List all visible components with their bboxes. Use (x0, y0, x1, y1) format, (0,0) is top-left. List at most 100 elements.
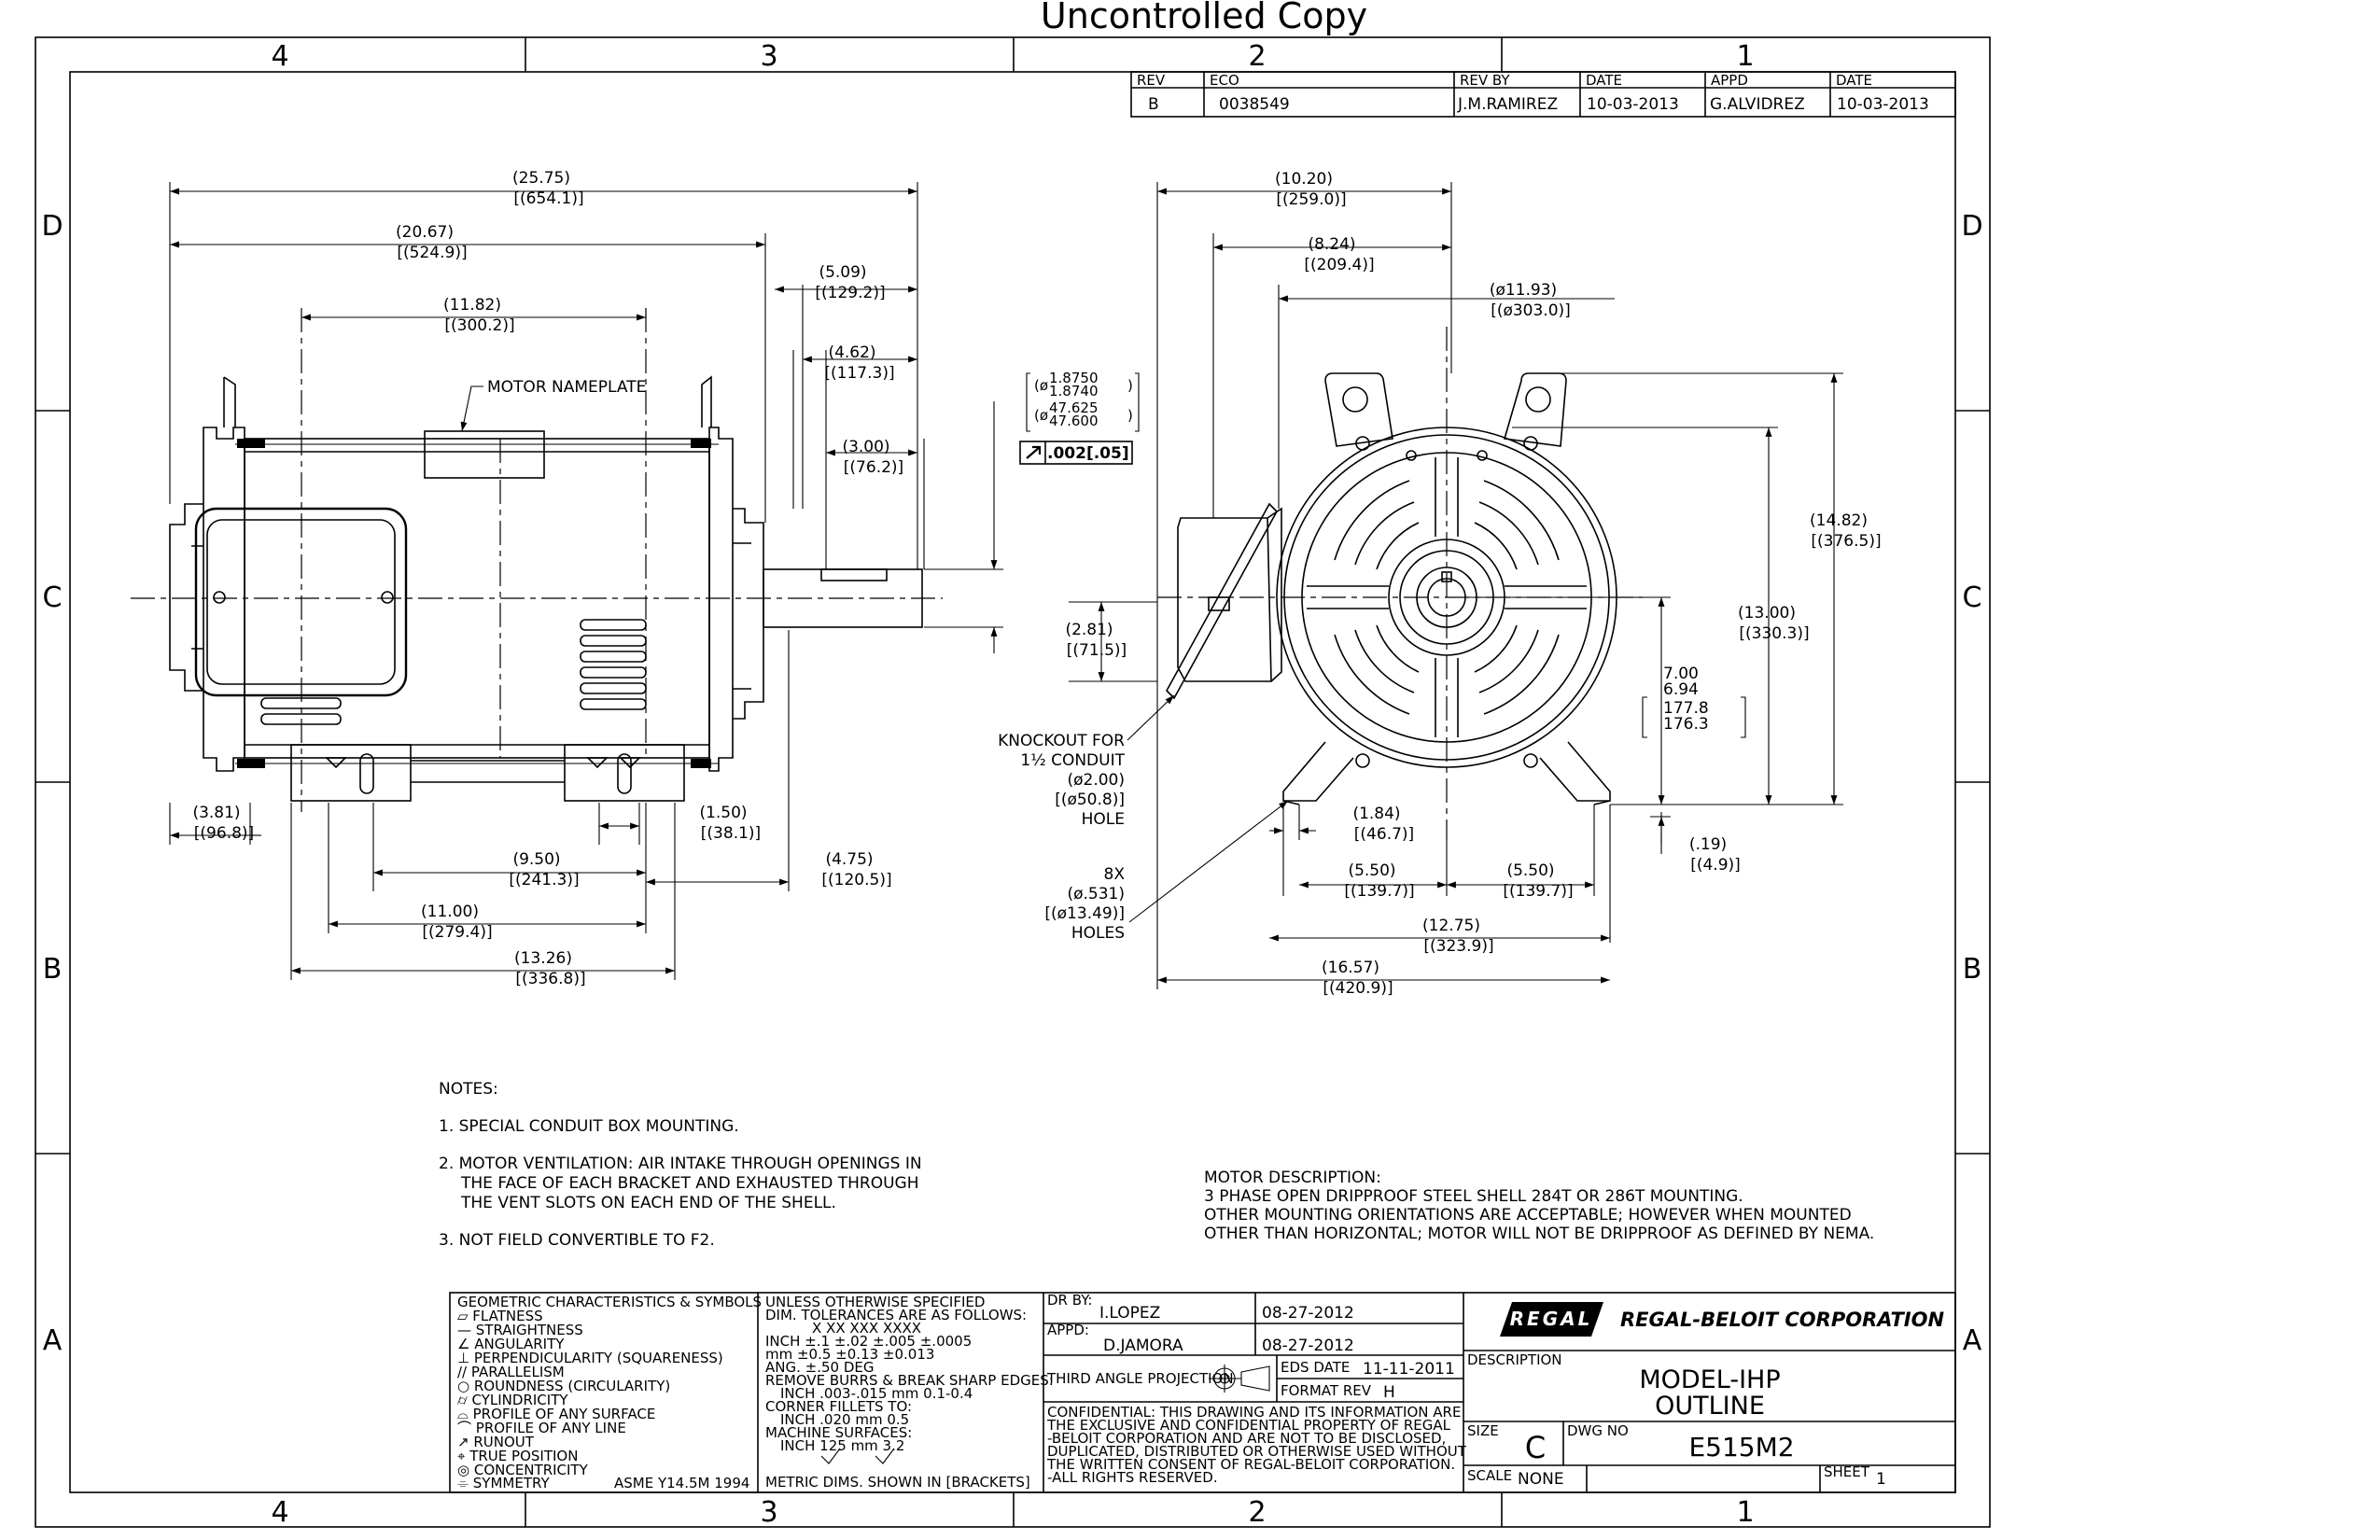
sheet-number: 1 (1876, 1470, 1886, 1489)
gdt-symbol-11: ⌖ TRUE POSITION (457, 1448, 578, 1464)
tolerance-line-3: X XX XXX XXXX (812, 1320, 921, 1337)
dim-foot-width-end-mm: [(323.9)] (1423, 937, 1493, 956)
dim-foot-length: (13.26) (514, 949, 572, 968)
metric-note: METRIC DIMS. SHOWN IN [BRACKETS] (765, 1474, 1030, 1491)
tolerance-line-2: DIM. TOLERANCES ARE AS FOLLOWS: (765, 1307, 1027, 1323)
svg-text:): ) (1127, 407, 1133, 424)
vent-slots (260, 619, 647, 725)
zone-col-top-2: 2 (1248, 40, 1266, 73)
description-line-2: OUTLINE (1655, 1392, 1765, 1421)
rev-value-appd: G.ALVIDREZ (1710, 95, 1805, 114)
dim-shaft-dia-max: 1.8750 (1049, 370, 1099, 386)
svg-text:): ) (1127, 377, 1133, 394)
zone-row-left-a: A (43, 1324, 63, 1357)
zone-col-bottom-2: 2 (1248, 1496, 1266, 1529)
gdt-symbol-7: ⌭ CYLINDRICITY (457, 1392, 568, 1408)
approved-date: 08-27-2012 (1262, 1337, 1354, 1355)
gdt-symbol-2: — STRAIGHTNESS (457, 1322, 583, 1338)
rev-header-eco: ECO (1210, 72, 1239, 89)
drawn-date: 08-27-2012 (1262, 1304, 1354, 1323)
dim-half-bolt-right: (5.50) (1506, 861, 1554, 880)
dim-foot-width: (1.50) (699, 804, 747, 822)
dim-lug-height-mm: [(330.3)] (1739, 624, 1809, 643)
note-2-line-1: 2. MOTOR VENTILATION: AIR INTAKE THROUGH… (439, 1155, 922, 1173)
rev-header-date: DATE (1586, 72, 1622, 89)
dim-foot-overhang: (3.81) (192, 804, 240, 822)
gdt-symbol-9: ⌒ PROFILE OF ANY LINE (457, 1420, 626, 1436)
logo-text: REGAL (1510, 1308, 1593, 1330)
border-frame (35, 36, 1991, 1528)
zone-row-right-c: C (1963, 581, 1982, 614)
scale-label: SCALE (1467, 1467, 1512, 1484)
format-rev-label: FORMAT REV (1281, 1382, 1372, 1399)
rev-value-rev: B (1148, 95, 1159, 114)
rev-value-date: 10-03-2013 (1587, 95, 1679, 114)
tolerance-line-10: INCH .020 mm 0.5 (780, 1411, 909, 1428)
side-view-dimension-text: (25.75) [(654.1)] (20.67) [(524.9)] (11.… (192, 169, 1140, 988)
zone-labels: 4 3 2 1 4 3 2 1 D C B A D C B A (41, 40, 1982, 1529)
dim-overall-height: (14.82) (1810, 511, 1868, 530)
note-3: 3. NOT FIELD CONVERTIBLE TO F2. (439, 1231, 715, 1250)
format-rev: H (1383, 1383, 1395, 1402)
zone-col-top-3: 3 (760, 40, 777, 73)
zone-row-right-b: B (1963, 953, 1982, 986)
dim-key-length: (3.00) (842, 438, 889, 456)
dim-end-overall-width-mm: [(259.0)] (1276, 190, 1346, 209)
notes-block: NOTES: 1. SPECIAL CONDUIT BOX MOUNTING. … (439, 1080, 922, 1250)
dim-shaft-dia-min: 1.8740 (1049, 383, 1099, 399)
svg-text:(ø: (ø (1034, 377, 1048, 394)
dim-shaft-height-min-mm: 176.3 (1663, 715, 1709, 734)
dim-foot-holes-span-mm: [(279.4)] (422, 923, 492, 942)
dim-foot-hole-offset: (1.84) (1352, 805, 1400, 823)
dim-key-length-mm: [(76.2)] (844, 458, 903, 477)
drawn-by-label: DR BY: (1047, 1292, 1092, 1309)
rev-header-date-2: DATE (1836, 72, 1872, 89)
svg-text:(ø: (ø (1034, 407, 1048, 424)
dim-overall-length-mm: [(654.1)] (513, 189, 583, 208)
dim-half-bolt-left-mm: [(139.7)] (1344, 882, 1414, 901)
tolerance-line-11: MACHINE SURFACES: (765, 1424, 912, 1441)
zone-col-bottom-3: 3 (760, 1496, 777, 1529)
motor-description-line-1: 3 PHASE OPEN DRIPPROOF STEEL SHELL 284T … (1204, 1187, 1743, 1206)
drawn-by: I.LOPEZ (1099, 1304, 1160, 1323)
dim-foot-thickness: (.19) (1689, 835, 1727, 854)
approved-by: D.JAMORA (1103, 1337, 1183, 1355)
gdt-symbol-1: ▱ FLATNESS (457, 1308, 543, 1324)
dim-lug-height: (13.00) (1738, 604, 1796, 623)
holes-line-4: HOLES (1071, 924, 1125, 943)
sheet-size: C (1525, 1430, 1546, 1465)
dim-shaft-ext-2: (4.62) (828, 343, 875, 362)
eds-date-label: EDS DATE (1281, 1359, 1350, 1376)
gdt-symbol-4: ⊥ PERPENDICULARITY (SQUARENESS) (457, 1350, 723, 1366)
dim-frame-length-mm: [(524.9)] (397, 244, 467, 262)
dim-foot-length-mm: [(336.8)] (515, 970, 585, 988)
rev-value-date-2: 10-03-2013 (1837, 95, 1929, 114)
gdt-symbol-13: ⌯ SYMMETRY (457, 1475, 550, 1491)
gdt-symbol-8: ⌓ PROFILE OF ANY SURFACE (457, 1406, 655, 1422)
dim-hole-to-shoulder-mm: [(120.5)] (821, 871, 891, 889)
zone-col-top-1: 1 (1736, 40, 1754, 73)
notes-title: NOTES: (439, 1080, 498, 1099)
confidential-line-5: THE WRITTEN CONSENT OF REGAL-BELOIT CORP… (1046, 1456, 1455, 1473)
dim-end-total-width: (16.57) (1322, 959, 1379, 977)
note-2-line-2: THE FACE OF EACH BRACKET AND EXHAUSTED T… (460, 1174, 919, 1193)
end-view-dimensions (1069, 182, 1843, 989)
rev-header-appd: APPD (1711, 72, 1748, 89)
dim-shaft-dia-max-mm: 47.625 (1049, 399, 1099, 416)
dim-shaft-height-min: 6.94 (1663, 680, 1699, 699)
third-angle-projection-icon (1209, 1365, 1270, 1393)
confidential-line-1: CONFIDENTIAL: THIS DRAWING AND ITS INFOR… (1047, 1404, 1461, 1421)
confidential-line-3: -BELOIT CORPORATION AND ARE NOT TO BE DI… (1047, 1430, 1446, 1447)
side-view-dimensions (169, 182, 1133, 980)
motor-description-title: MOTOR DESCRIPTION: (1204, 1169, 1381, 1187)
dim-shaft-height-max: 7.00 (1663, 665, 1699, 683)
dim-frame-length: (20.67) (396, 223, 454, 242)
confidential-line-6: -ALL RIGHTS RESERVED. (1047, 1469, 1218, 1486)
end-view-dimension-text: (10.20) [(259.0)] (8.24) [(209.4)] (ø11.… (998, 170, 1882, 998)
note-2-line-3: THE VENT SLOTS ON EACH END OF THE SHELL. (460, 1194, 836, 1212)
dwg-no-label: DWG NO (1567, 1422, 1629, 1439)
dim-nameplate-span-mm: [(300.2)] (444, 316, 514, 335)
tolerance-line-12: INCH 125 mm 3.2 (780, 1437, 904, 1454)
dim-foot-overhang-mm: [(96.8)] (194, 824, 254, 843)
